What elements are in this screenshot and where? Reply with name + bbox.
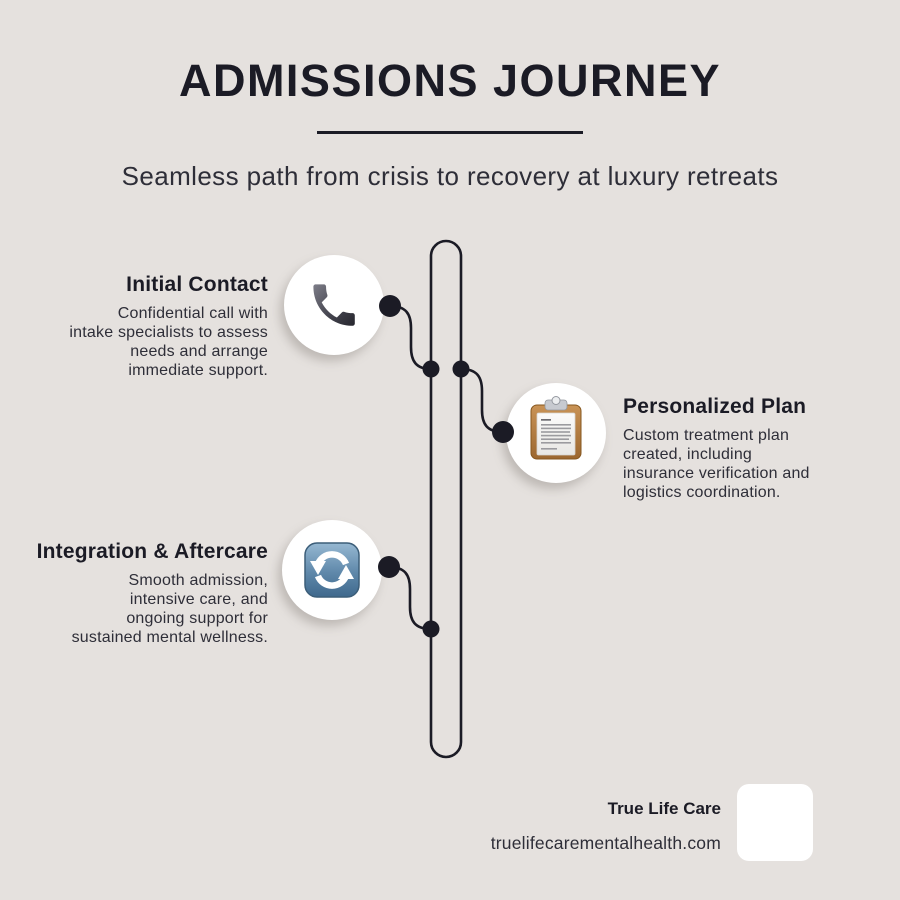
title-divider (317, 130, 583, 134)
step3-description: Smooth admission, intensive care, and on… (71, 572, 268, 646)
connector-step1-curve (389, 304, 432, 371)
step-personalized-plan: Personalized Plan Custom treatment plan … (623, 395, 842, 502)
rail-left-dot-1 (422, 360, 440, 378)
logo-placeholder (737, 784, 813, 861)
subtitle: Seamless path from crisis to recovery at… (121, 160, 779, 191)
step1-description: Confidential call with intake specialist… (69, 305, 268, 379)
step3-title: Integration & Aftercare (36, 540, 268, 563)
brand-name: True Life Care (607, 799, 721, 818)
step2-edge-dot (492, 421, 514, 443)
step1-edge-dot (379, 295, 401, 317)
brand-website: truelifecarementalhealth.com (490, 833, 721, 853)
page-title: ADMISSIONS JOURNEY (178, 55, 722, 106)
connector-step3-curve (388, 565, 432, 631)
step3-edge-dot (378, 556, 400, 578)
phone-receiver-icon (313, 284, 355, 326)
step1-circle (284, 255, 384, 355)
refresh-arrows-icon (304, 542, 360, 598)
step2-description: Custom treatment plan created, including… (623, 427, 810, 501)
rail-left-dot-2 (422, 620, 440, 638)
step1-title: Initial Contact (126, 273, 268, 296)
step2-title: Personalized Plan (623, 395, 807, 418)
header: ADMISSIONS JOURNEY Seamless path from cr… (0, 56, 900, 192)
rail-right-dot (452, 360, 470, 378)
clipboard-icon (530, 396, 582, 460)
footer: True Life Care truelifecarementalhealth.… (491, 799, 721, 854)
timeline-track (429, 239, 463, 759)
step-integration-aftercare: Integration & Aftercare Smooth admission… (18, 540, 268, 647)
step-initial-contact: Initial Contact Confidential call with i… (38, 273, 268, 380)
connector-step2-curve (460, 367, 504, 434)
